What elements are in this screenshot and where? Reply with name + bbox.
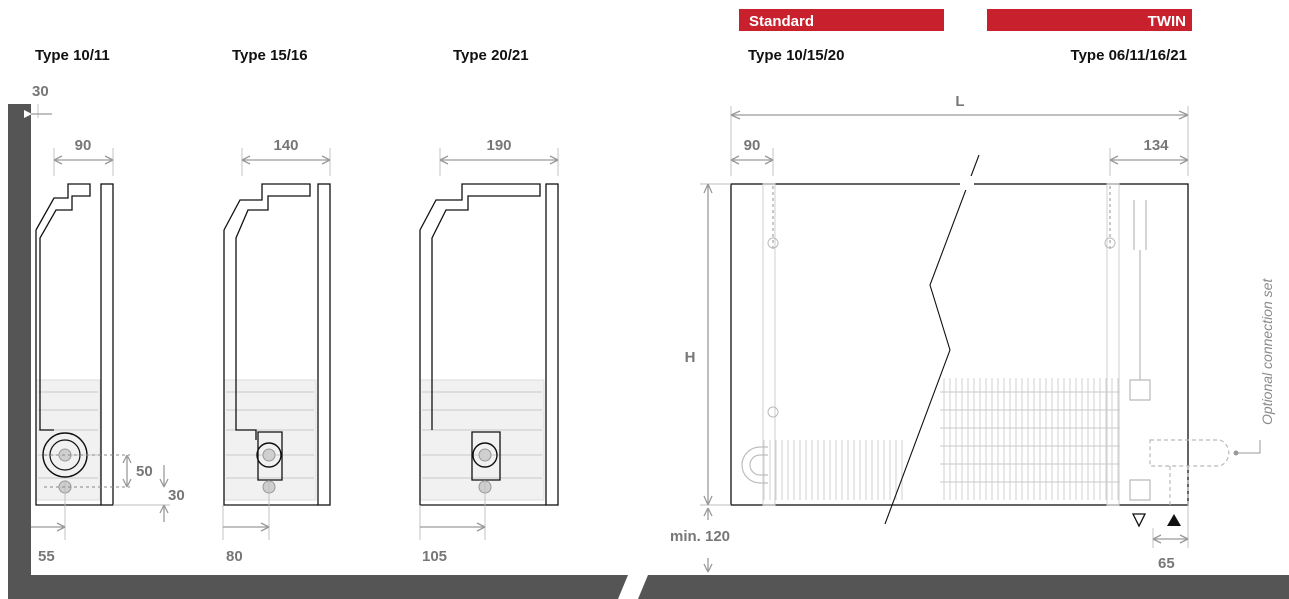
u-pipe	[741, 446, 768, 484]
break-line	[884, 154, 980, 525]
side-section-c	[419, 183, 559, 506]
dim-height: H	[685, 349, 696, 366]
convector-fins	[763, 378, 1120, 500]
standard-badge-label: Standard	[749, 13, 814, 30]
front-twin-title: Type 06/11/16/21	[1071, 47, 1187, 64]
type-c-title: Type 20/21	[453, 47, 529, 64]
type-a-title: Type 10/11	[35, 47, 110, 64]
standard-badge	[739, 9, 944, 31]
dim-pipe-offset-c: 105	[422, 548, 447, 565]
dim-wall-gap: 30	[32, 83, 49, 100]
valve-assembly	[1129, 200, 1151, 501]
return-flow-icon	[1131, 513, 1147, 528]
radiator-front-casing	[730, 183, 1189, 506]
dim-pipe-spacing: 50	[136, 463, 153, 480]
dim-pipe-bottom: 30	[168, 487, 185, 504]
front-standard-title: Type 10/15/20	[748, 47, 844, 64]
dim-depth-c: 190	[486, 137, 511, 154]
dim-pipe-offset-b: 80	[226, 548, 243, 565]
optional-connection-pipes	[1149, 439, 1230, 505]
dim-connection-offset: 65	[1158, 555, 1175, 572]
dim-pipe-offset-a: 55	[38, 548, 55, 565]
floor-right	[638, 575, 1289, 599]
twin-badge	[987, 9, 1192, 31]
dim-depth-b: 140	[273, 137, 298, 154]
optional-connection-label: Optional connection set	[1259, 278, 1275, 425]
front-view	[730, 154, 1230, 525]
side-section-b	[223, 183, 331, 506]
side-section-a	[35, 183, 114, 506]
dim-left-offset: 90	[744, 137, 761, 154]
supply-flow-icon	[1167, 514, 1181, 526]
wall-marker-icon	[24, 110, 32, 118]
twin-badge-label: TWIN	[1148, 13, 1186, 30]
dim-right-offset: 134	[1143, 137, 1169, 154]
dim-depth-a: 90	[75, 137, 92, 154]
type-b-title: Type 15/16	[232, 47, 308, 64]
dim-length: L	[955, 93, 964, 110]
front-dimensions: L 90 134 H min. 120 65	[670, 93, 1189, 573]
side-dimensions: 30 90 140 190 55 80 105 50 30	[31, 83, 559, 565]
dim-floor-clearance: min. 120	[670, 528, 730, 545]
optional-connection-leader	[1236, 440, 1261, 454]
